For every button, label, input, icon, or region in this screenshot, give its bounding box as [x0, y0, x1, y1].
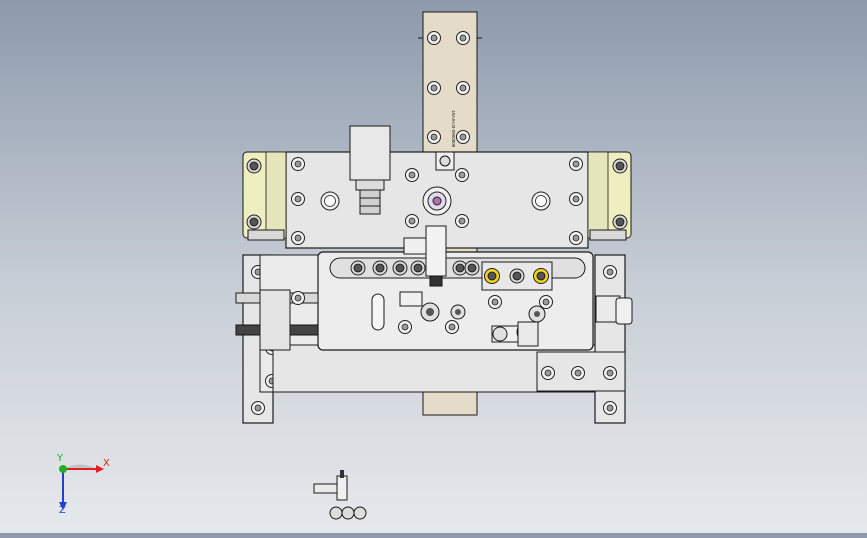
triad-z-label: Z [59, 505, 66, 516]
triad-x-label: X [103, 458, 110, 469]
left-bracket [242, 151, 287, 241]
triad-y-label: Y [56, 453, 64, 464]
loose-fitting-part [313, 470, 367, 520]
coordinate-triad-icon: X Y Z [56, 453, 110, 516]
fitting-group-right [491, 305, 546, 347]
slide-block [317, 251, 594, 351]
top-cylinder [349, 125, 391, 215]
fitting-group-left [399, 291, 466, 322]
lower-right-frame [594, 254, 626, 424]
base-plate [272, 344, 626, 393]
right-fitting [595, 295, 633, 325]
pneumatic-fitting-icon [435, 151, 455, 171]
rail-engraving: 10AJHJ3-0900808 [451, 110, 456, 148]
right-bracket [587, 151, 632, 241]
lead-screw [235, 289, 319, 351]
center-valve [403, 225, 447, 287]
